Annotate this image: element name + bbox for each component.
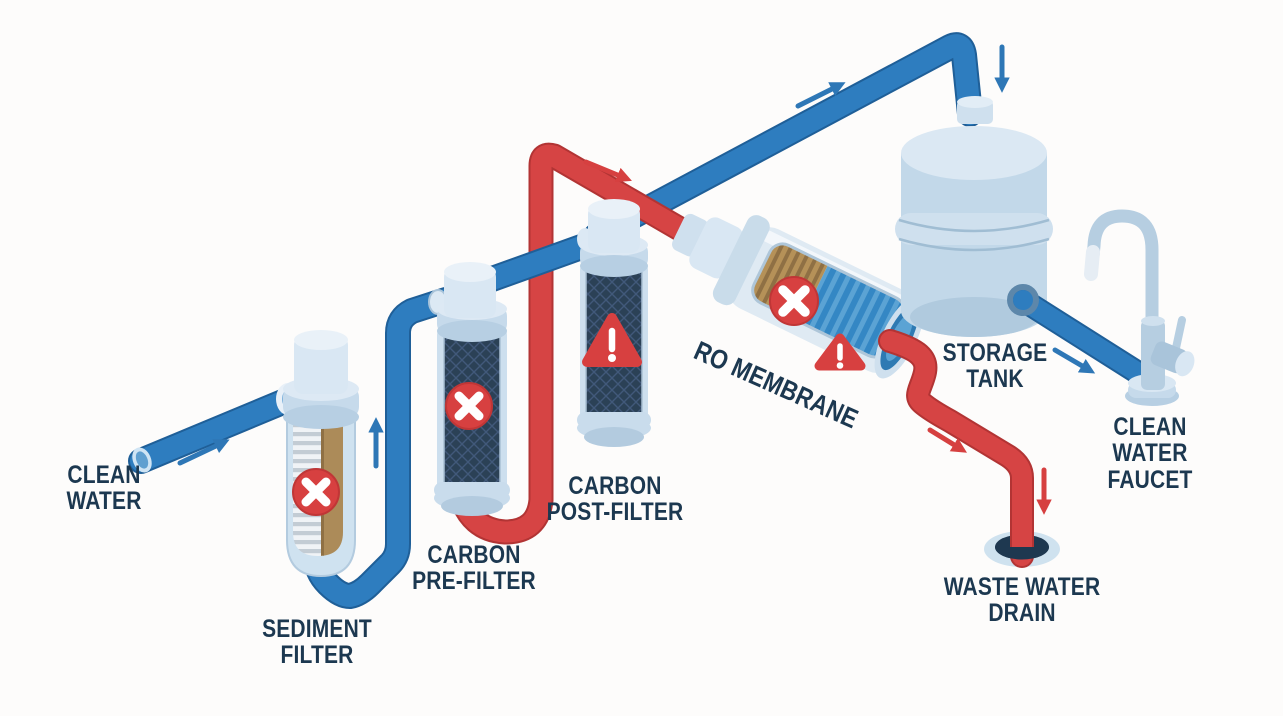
flow-arrow-waste-icon <box>927 427 968 453</box>
label-storage-tank: STORAGE TANK <box>942 339 1048 394</box>
label-clean-water-faucet: CLEAN WATER FAUCET <box>1107 413 1193 494</box>
label-carbon-pre-filter: CARBON PRE-FILTER <box>412 541 536 596</box>
clean-water-faucet-illustration <box>1084 209 1195 406</box>
flow-arrow-to-faucet-icon <box>1052 347 1096 374</box>
fail-badge-icon <box>445 382 493 430</box>
label-waste-water-drain: WASTE WATER DRAIN <box>943 573 1101 628</box>
carbon-post-filter-illustration <box>577 199 651 447</box>
carbon-pre-filter-illustration <box>428 262 510 516</box>
fail-badge-icon <box>292 468 340 516</box>
warning-icon <box>582 313 642 367</box>
label-carbon-post-filter: CARBON POST-FILTER <box>546 472 684 527</box>
fail-badge-icon <box>769 276 819 326</box>
tank-outlet-port <box>1007 284 1039 316</box>
flow-arrow-inlet-icon <box>177 439 230 466</box>
warning-icon <box>814 333 866 371</box>
storage-tank-illustration <box>895 96 1053 337</box>
label-sediment-filter: SEDIMENT FILTER <box>262 615 372 670</box>
flow-arrow-to-tank-icon <box>795 82 846 109</box>
drain-hole-front-lip <box>995 547 1049 560</box>
label-clean-water: CLEAN WATER <box>66 461 142 516</box>
pipe-membrane-to-drain <box>878 329 1034 568</box>
pipe-clean-water-inlet <box>128 381 315 474</box>
flow-arrow-red-feed-icon <box>583 159 632 183</box>
pipe-prefilter-to-membrane-waste-feed <box>447 142 705 545</box>
sediment-filter-illustration <box>276 330 359 578</box>
pipe-postfilter-to-tank <box>583 32 983 249</box>
pipe-tank-to-faucet <box>1011 288 1152 386</box>
pipe-sediment-to-prefilter <box>303 287 459 609</box>
